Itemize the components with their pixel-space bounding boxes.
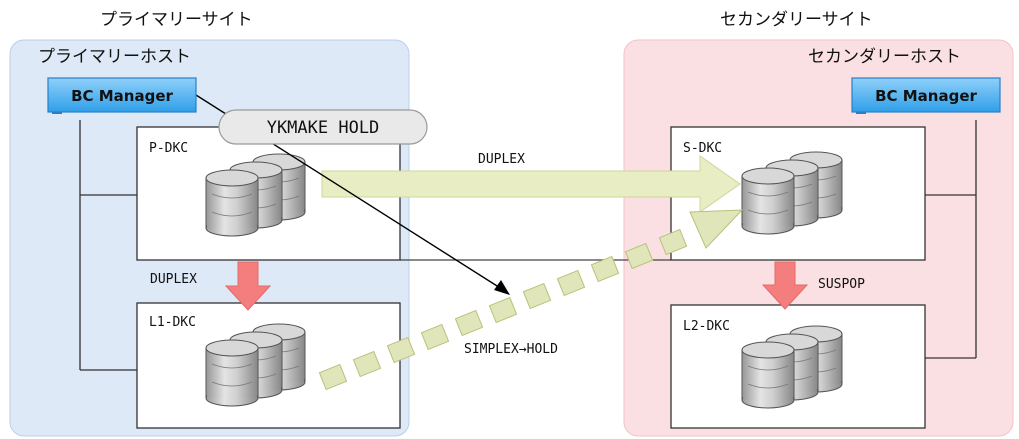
pair-status-l1-to-s: SIMPLEX→HOLD [464,342,558,357]
command-label: YKMAKE HOLD [267,118,380,138]
pair-status-p-to-s: DUPLEX [478,152,525,167]
pdkc-label: P-DKC [149,141,188,156]
secondary-bc-manager-label: BC Manager [875,87,977,105]
hold-arrow-l1-to-s [318,209,744,391]
secondary-host-label: セカンダリーホスト [808,47,961,67]
command-pill [218,109,428,145]
pair-status-s-to-l2: SUSPOP [818,277,865,292]
secondary-bc-manager: BC Manager [851,77,1001,114]
local-arrow-p-to-l1 [224,261,272,311]
secondary-site-label: セカンダリーサイト [720,10,873,30]
sdkc-label: S-DKC [683,141,722,156]
primary-bc-manager-label: BC Manager [71,87,173,105]
primary-host-label: プライマリーホスト [38,47,191,67]
command-arrowhead [494,280,510,295]
secondary-host-network [925,120,977,359]
l1dkc-label: L1-DKC [149,315,196,330]
local-arrow-s-to-l2 [761,261,809,310]
primary-bc-manager: BC Manager [47,77,197,114]
l2dkc-label: L2-DKC [683,319,730,334]
primary-site-label: プライマリーサイト [100,10,253,30]
primary-host-network [79,120,137,371]
pair-status-p-to-l1: DUPLEX [150,272,197,287]
duplex-arrow-p-to-s [321,155,741,213]
